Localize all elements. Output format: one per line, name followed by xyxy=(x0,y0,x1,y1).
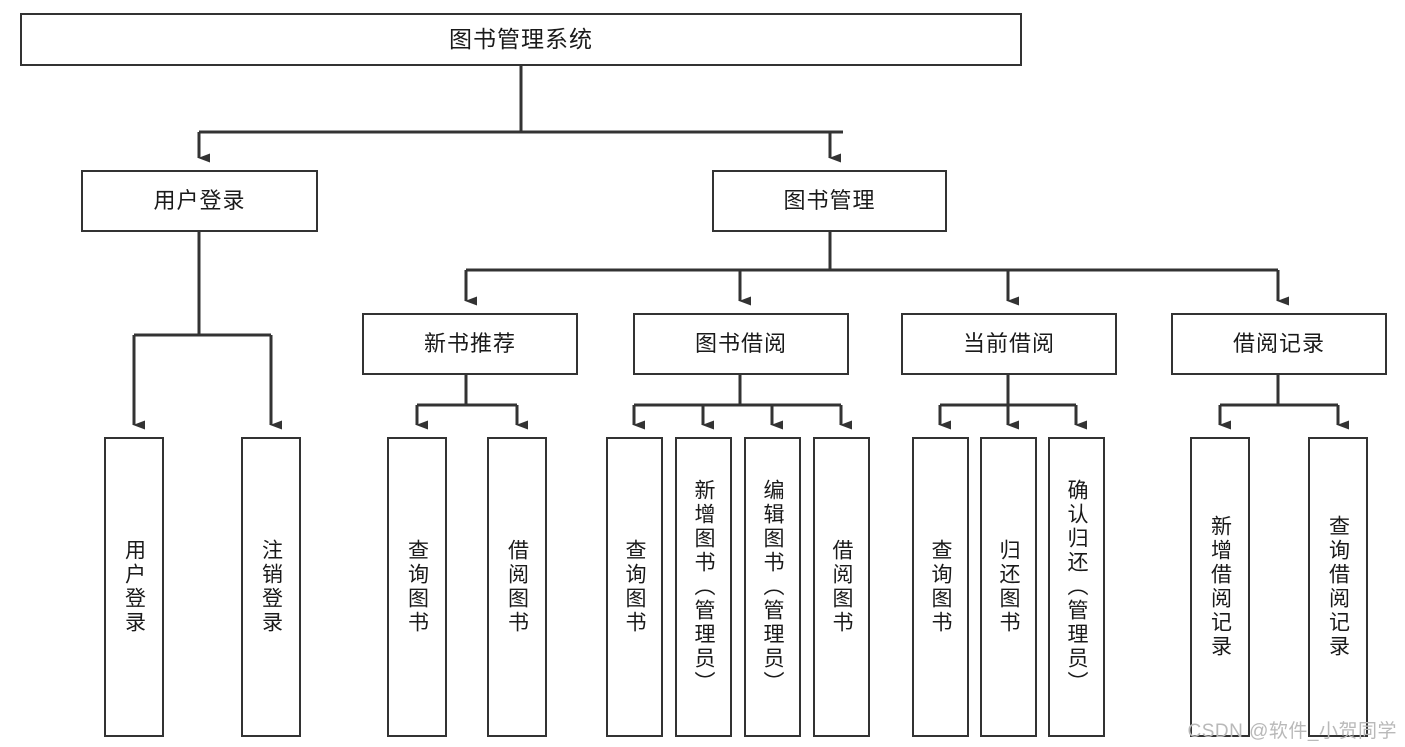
leaf-book-borrow-borrow-book[interactable]: 借阅图书 xyxy=(813,437,870,737)
leaf-user-login-login[interactable]: 用户登录 xyxy=(104,437,164,737)
node-user-login[interactable]: 用户登录 xyxy=(81,170,318,232)
leaf-label: 借阅图书 xyxy=(830,539,854,635)
leaf-book-borrow-add-book-admin[interactable]: 新增图书（管理员） xyxy=(675,437,732,737)
leaf-new-book-query-book[interactable]: 查询图书 xyxy=(387,437,447,737)
leaf-label: 查询图书 xyxy=(405,539,429,635)
leaf-new-book-borrow-book[interactable]: 借阅图书 xyxy=(487,437,547,737)
leaf-label: 新增借阅记录 xyxy=(1208,515,1232,659)
leaf-label: 注销登录 xyxy=(259,539,283,635)
leaf-label: 查询图书 xyxy=(929,539,953,635)
leaf-borrow-record-add-record[interactable]: 新增借阅记录 xyxy=(1190,437,1250,737)
leaf-label: 用户登录 xyxy=(122,539,146,635)
leaf-book-borrow-edit-book-admin[interactable]: 编辑图书（管理员） xyxy=(744,437,801,737)
node-book-management[interactable]: 图书管理 xyxy=(712,170,947,232)
leaf-label: 归还图书 xyxy=(997,539,1021,635)
leaf-user-login-logout[interactable]: 注销登录 xyxy=(241,437,301,737)
leaf-label: 新增图书（管理员） xyxy=(692,479,716,695)
leaf-label: 借阅图书 xyxy=(505,539,529,635)
leaf-current-borrow-query-book[interactable]: 查询图书 xyxy=(912,437,969,737)
leaf-borrow-record-query-record[interactable]: 查询借阅记录 xyxy=(1308,437,1368,737)
node-current-borrow[interactable]: 当前借阅 xyxy=(901,313,1117,375)
leaf-label: 查询借阅记录 xyxy=(1326,515,1350,659)
node-borrow-record[interactable]: 借阅记录 xyxy=(1171,313,1387,375)
node-root-system[interactable]: 图书管理系统 xyxy=(20,13,1022,66)
leaf-label: 确认归还（管理员） xyxy=(1065,479,1089,695)
node-book-borrow[interactable]: 图书借阅 xyxy=(633,313,849,375)
leaf-current-borrow-confirm-return-admin[interactable]: 确认归还（管理员） xyxy=(1048,437,1105,737)
node-new-book-recommend[interactable]: 新书推荐 xyxy=(362,313,578,375)
leaf-current-borrow-return-book[interactable]: 归还图书 xyxy=(980,437,1037,737)
leaf-label: 查询图书 xyxy=(623,539,647,635)
leaf-book-borrow-query-book[interactable]: 查询图书 xyxy=(606,437,663,737)
leaf-label: 编辑图书（管理员） xyxy=(761,479,785,695)
